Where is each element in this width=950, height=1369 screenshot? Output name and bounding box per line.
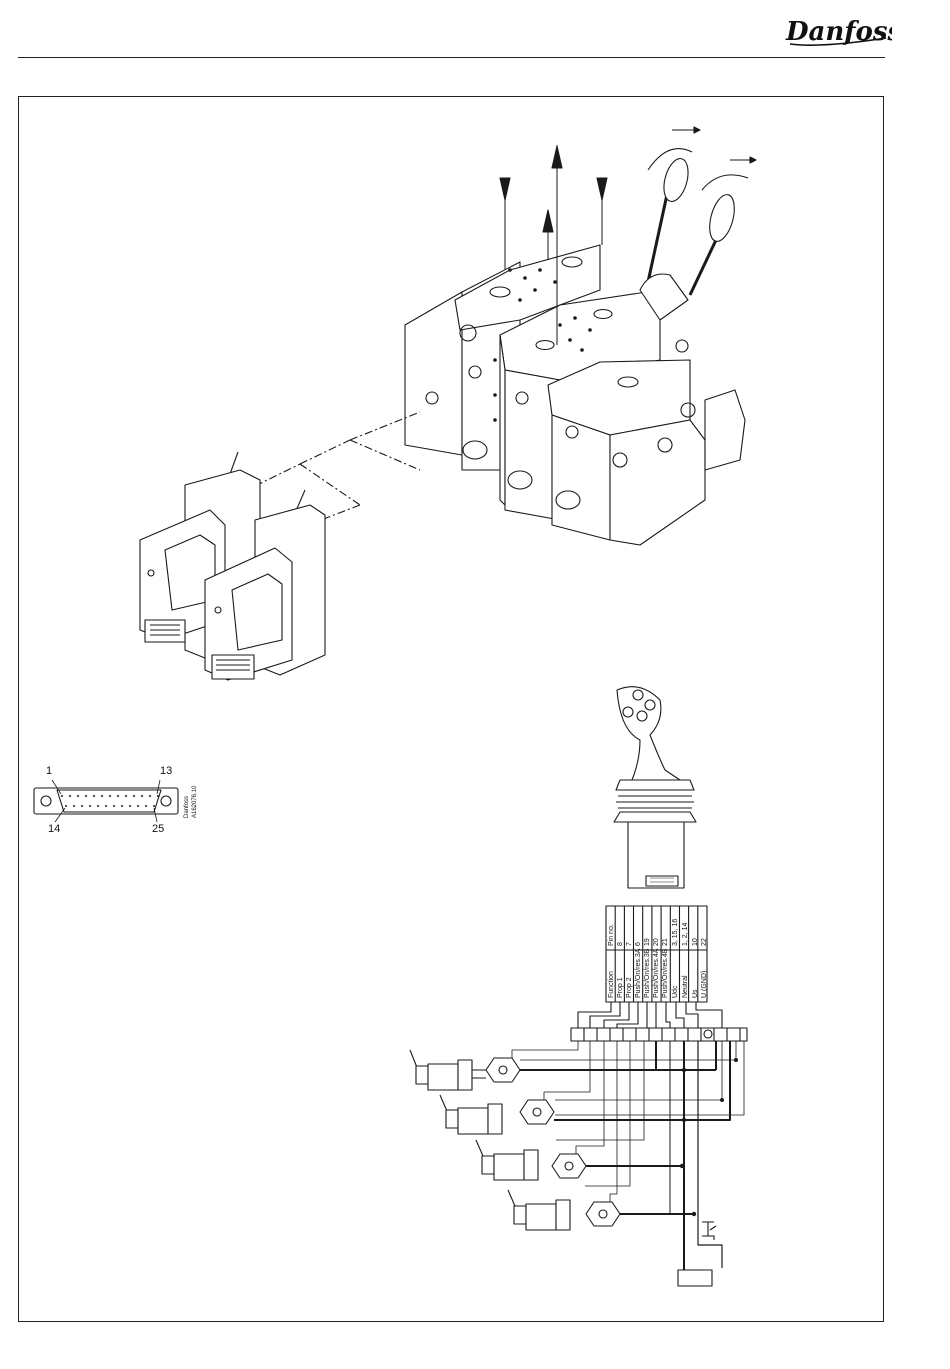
solenoid-wiring [410, 1041, 744, 1286]
table-row-function: Push/On/res.3B [644, 949, 651, 998]
table-row-function: U (GND) [701, 971, 708, 998]
table-row-function: Prop 2 [626, 977, 633, 998]
actuator-modules [140, 452, 325, 680]
dsub-connector-25pin [34, 780, 178, 822]
table-header-function: Function [608, 971, 615, 998]
table-row-function: Push/On/res.3A [635, 949, 642, 998]
table-row-pin: 8 [617, 942, 624, 946]
table-row-pin: 20 [653, 938, 660, 946]
drawing-ref-number: A162076.10 [192, 786, 198, 818]
terminal-strip [571, 1002, 747, 1041]
table-row-pin: 6 [635, 942, 642, 946]
table-row-function: Prop 1 [617, 977, 624, 998]
valve-block-assembly [255, 127, 756, 545]
joystick [614, 687, 696, 888]
table-row-pin: 22 [701, 938, 708, 946]
table-row-function: Us [692, 989, 699, 998]
table-row-function: Push/On/res.4A [653, 949, 660, 998]
pin-label-14: 14 [48, 823, 60, 835]
table-row-pin: 19 [644, 938, 651, 946]
table-row-pin: 10 [692, 938, 699, 946]
pin-label-13: 13 [160, 765, 172, 777]
table-header-pin: Pin no. [608, 924, 615, 946]
table-row-pin: 1, 2, 14 [682, 923, 689, 946]
table-row-function: Neutral [682, 975, 689, 998]
table-row-function: Udc [672, 986, 679, 998]
pin-label-1: 1 [46, 765, 52, 777]
pin-label-25: 25 [152, 823, 164, 835]
table-row-pin: 3, 15, 16 [672, 919, 679, 946]
table-row-function: Push/On/res.4B [662, 949, 669, 998]
drawing-ref-brand: Danfoss [184, 796, 190, 818]
table-row-pin: 21 [662, 938, 669, 946]
table-row-pin: 7 [626, 942, 633, 946]
